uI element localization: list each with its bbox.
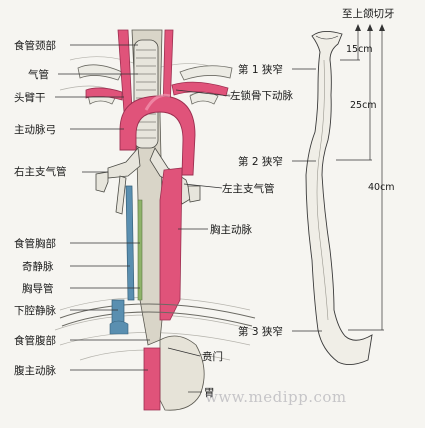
label-esophagus-cervical: 食管颈部 xyxy=(14,40,56,52)
label-esophagus-thoracic: 食管胸部 xyxy=(14,238,56,250)
label-aortic-arch: 主动脉弓 xyxy=(14,124,56,136)
label-stricture-2: 第 2 狭窄 xyxy=(238,156,283,168)
label-distance-15cm: 15cm xyxy=(346,44,373,55)
trachea xyxy=(133,39,159,149)
label-cardia: 贲门 xyxy=(202,351,223,363)
inferior-vena-cava xyxy=(109,299,129,335)
label-to-upper-incisors: 至上颌切牙 xyxy=(342,8,395,20)
label-stricture-1: 第 1 狭窄 xyxy=(238,64,283,76)
watermark: www.medipp.com xyxy=(205,388,347,406)
label-right-main-bronchus: 右主支气管 xyxy=(14,166,67,178)
label-distance-40cm: 40cm xyxy=(368,182,395,193)
label-thoracic-aorta: 胸主动脉 xyxy=(210,224,252,236)
label-trachea: 气管 xyxy=(28,69,49,81)
label-stricture-3: 第 3 狭窄 xyxy=(238,326,283,338)
label-distance-25cm: 25cm xyxy=(350,100,377,111)
label-azygos-vein: 奇静脉 xyxy=(22,261,54,273)
leader-lines-left xyxy=(55,44,231,393)
label-left-subclavian-artery: 左锁骨下动脉 xyxy=(230,90,293,102)
label-thoracic-duct: 胸导管 xyxy=(22,283,54,295)
label-abdominal-aorta: 腹主动脉 xyxy=(14,365,56,377)
distance-brackets xyxy=(336,28,384,331)
label-inferior-vena-cava: 下腔静脉 xyxy=(14,305,56,317)
esophagus-profile xyxy=(305,31,373,365)
stricture-pointers xyxy=(292,68,322,332)
label-left-main-bronchus: 左主支气管 xyxy=(222,183,275,195)
label-stomach: 胃 xyxy=(204,387,215,399)
label-esophagus-abdominal: 食管腹部 xyxy=(14,335,56,347)
stomach xyxy=(159,335,205,411)
diaphragm xyxy=(59,303,256,327)
arrowheads xyxy=(355,24,385,31)
thoracic-aorta xyxy=(159,167,183,321)
neck-arteries xyxy=(85,29,229,113)
abdominal-aorta xyxy=(143,347,161,411)
label-brachiocephalic-trunk: 头臂干 xyxy=(14,92,46,104)
